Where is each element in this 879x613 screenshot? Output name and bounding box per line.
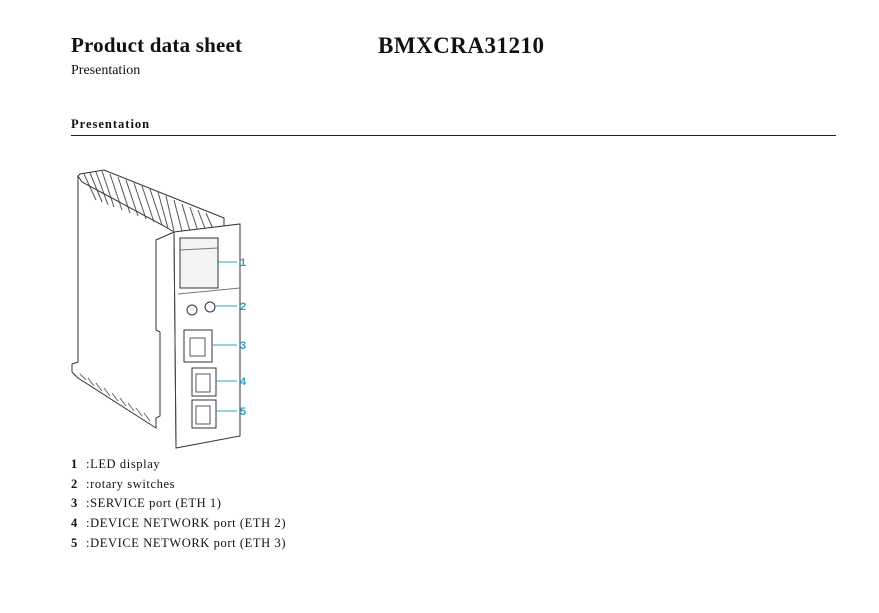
rotary-switch-1 bbox=[186, 304, 198, 316]
legend-number: 5 bbox=[71, 535, 78, 550]
callout-label-5: 5 bbox=[240, 406, 246, 418]
legend-text: DEVICE NETWORK port (ETH 3) bbox=[90, 535, 287, 550]
legend-number: 3 bbox=[71, 496, 78, 511]
module-side-panel bbox=[71, 169, 225, 429]
led-display bbox=[179, 237, 219, 289]
service-port-eth1 bbox=[183, 329, 213, 363]
rotary-switch-2 bbox=[204, 301, 216, 313]
legend-text: DEVICE NETWORK port (ETH 2) bbox=[90, 516, 287, 531]
section-heading: Presentation bbox=[71, 117, 151, 131]
legend-separator: : bbox=[86, 476, 91, 491]
legend-text: SERVICE port (ETH 1) bbox=[90, 496, 222, 511]
legend-item: 5:DEVICE NETWORK port (ETH 3) bbox=[71, 534, 286, 554]
legend-number: 4 bbox=[71, 516, 78, 531]
product-code: BMXCRA31210 bbox=[378, 33, 545, 58]
legend-number: 1 bbox=[71, 457, 78, 471]
module-drawing: 1 2 3 4 5 bbox=[71, 169, 247, 449]
callout-label-4: 4 bbox=[240, 376, 247, 388]
callout-label-3: 3 bbox=[240, 340, 246, 352]
legend-separator: : bbox=[86, 496, 91, 511]
legend-item: 3:SERVICE port (ETH 1) bbox=[71, 494, 286, 514]
callout-label-2: 2 bbox=[240, 301, 246, 313]
cooling-fins bbox=[83, 170, 215, 232]
legend-item: 4:DEVICE NETWORK port (ETH 2) bbox=[71, 514, 286, 534]
legend-separator: : bbox=[86, 516, 91, 531]
figure-legend: 1:LED display 2:rotary switches 3:SERVIC… bbox=[71, 455, 286, 553]
legend-separator: : bbox=[86, 535, 91, 550]
legend-item: 1:LED display bbox=[71, 455, 286, 475]
callout-label-1: 1 bbox=[240, 257, 246, 269]
section-divider bbox=[71, 135, 836, 136]
page-subtitle: Presentation bbox=[71, 63, 141, 78]
legend-number: 2 bbox=[71, 476, 78, 491]
legend-separator: : bbox=[86, 457, 91, 471]
legend-text: rotary switches bbox=[90, 476, 176, 491]
legend-item: 2:rotary switches bbox=[71, 475, 286, 495]
bottom-fins bbox=[79, 373, 151, 422]
module-illustration: 1 2 3 4 5 bbox=[64, 160, 264, 455]
legend-text: LED display bbox=[90, 457, 161, 471]
page-title: Product data sheet bbox=[71, 33, 243, 57]
device-port-eth3 bbox=[191, 399, 217, 429]
device-port-eth2 bbox=[191, 367, 217, 397]
